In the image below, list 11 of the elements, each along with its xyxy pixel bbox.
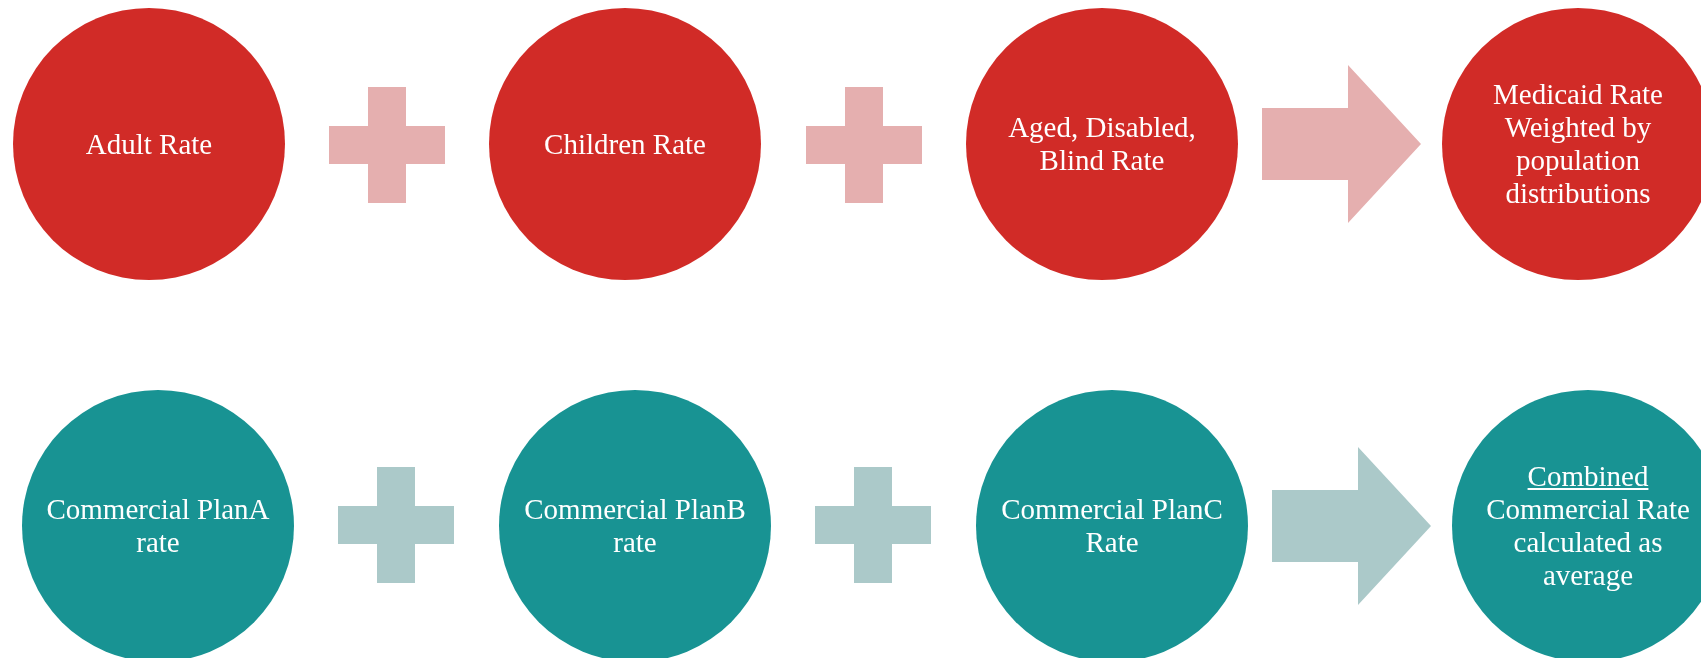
node-text: Combined	[1527, 460, 1649, 493]
node-text: Commercial Rate calculated as average	[1485, 493, 1691, 592]
node-text: Adult Rate	[85, 127, 213, 161]
block-arrow	[1272, 447, 1431, 605]
node-text: Commercial PlanA rate	[46, 493, 270, 559]
block-arrow	[1262, 65, 1421, 223]
node-text: Children Rate	[544, 127, 706, 161]
node-text: Medicaid Rate Weighted by population distributions	[1492, 78, 1664, 210]
node-text: Aged, Disabled, Blind Rate	[1007, 111, 1197, 177]
node-text: Commercial PlanC Rate	[1000, 493, 1224, 559]
node-text: Commercial PlanB rate	[523, 493, 747, 559]
